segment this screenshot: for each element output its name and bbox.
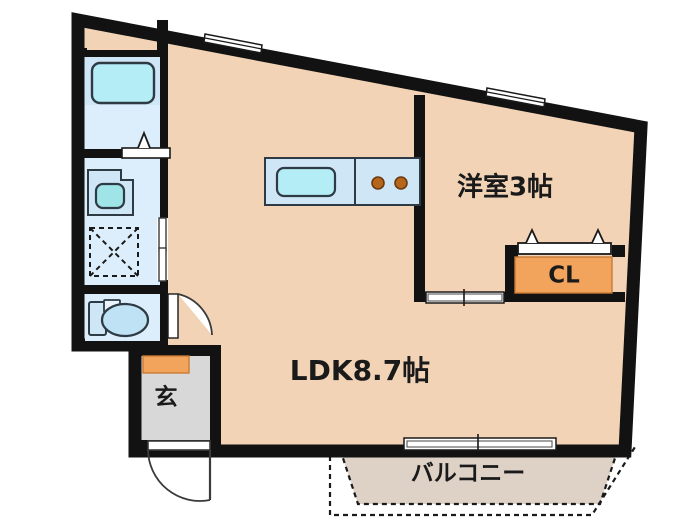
bedroom-door-panel-a: [427, 293, 467, 302]
toilet-door-swing-arc: [177, 293, 213, 336]
bath-washing-floor: [85, 105, 160, 149]
washroom-sliding-door-panel-b: [158, 247, 167, 282]
entrance-label: 玄: [155, 384, 178, 411]
window-bedroom-north: [485, 87, 546, 108]
washroom-toilet-divider-wall: [82, 285, 162, 294]
balcony-outline-outer: [328, 446, 636, 517]
balcony-label: バルコニー: [411, 461, 526, 487]
washing-machine-space: [89, 227, 139, 277]
ldk-floor-fill: [78, 20, 640, 449]
closet-fill: [514, 256, 613, 294]
stove-burner-left: [371, 176, 385, 190]
balcony-door-panel-b: [477, 440, 553, 448]
closet-folding-door-leaf-right: [591, 227, 605, 244]
toilet-door-panel: [167, 293, 179, 339]
closet-folding-door-leaf-left: [525, 227, 539, 244]
window-bedroom-mullion: [486, 91, 546, 104]
entrance-door-panel: [147, 440, 211, 451]
closet-label: CL: [548, 263, 580, 289]
toilet-bowl: [100, 302, 150, 338]
closet-bottom-wall: [505, 292, 625, 302]
bedroom-sliding-door: [425, 289, 505, 306]
sanitary-bottom-wall: [78, 340, 168, 351]
bathroom-door-panel: [121, 147, 171, 159]
shoe-box: [142, 355, 190, 374]
bedroom-door-panel-b: [463, 293, 503, 302]
washer-space-diagonal-a: [89, 227, 139, 277]
closet-left-wall: [505, 252, 515, 302]
entrance-top-wall: [135, 345, 221, 356]
closet-folding-door-track: [517, 242, 612, 255]
kitchen-counter: [264, 157, 421, 206]
washer-space-diagonal-b: [89, 227, 139, 277]
balcony-sliding-door: [403, 434, 557, 452]
closet-top-left-stub: [505, 245, 518, 257]
openings-group: [121, 33, 557, 452]
washbasin-bowl: [94, 182, 126, 210]
bathtub: [90, 61, 156, 105]
toilet-room: [85, 294, 160, 341]
bath-top-wall: [82, 50, 162, 57]
entrance-door-swing-arc: [147, 449, 211, 502]
sanitary-partition-wall: [157, 20, 168, 352]
washroom-sliding-door-panel-a: [158, 217, 167, 252]
western-room-label: 洋室3帖: [457, 172, 553, 203]
closet-top-right-stub: [612, 245, 625, 257]
ldk-label: LDK8.7帖: [290, 354, 430, 387]
closet-cl: CL: [514, 227, 613, 294]
entrance-area: 玄: [142, 355, 212, 502]
washroom: [85, 158, 160, 285]
entrance-left-wall: [129, 345, 140, 451]
window-ldk-north: [203, 33, 263, 54]
stove-burner-right: [394, 176, 408, 190]
kitchen-sink: [275, 166, 337, 198]
unit-bath-room: [85, 57, 160, 149]
room-labels: 洋室3帖 LDK8.7帖: [290, 172, 553, 388]
entrance-right-wall: [210, 345, 221, 451]
window-ldk-mullion: [204, 37, 263, 50]
bathroom-door-leaf: [137, 130, 151, 149]
balcony-area: バルコニー: [328, 446, 636, 517]
balcony-floor: [340, 449, 618, 504]
balcony-door-panel-a: [406, 440, 481, 448]
